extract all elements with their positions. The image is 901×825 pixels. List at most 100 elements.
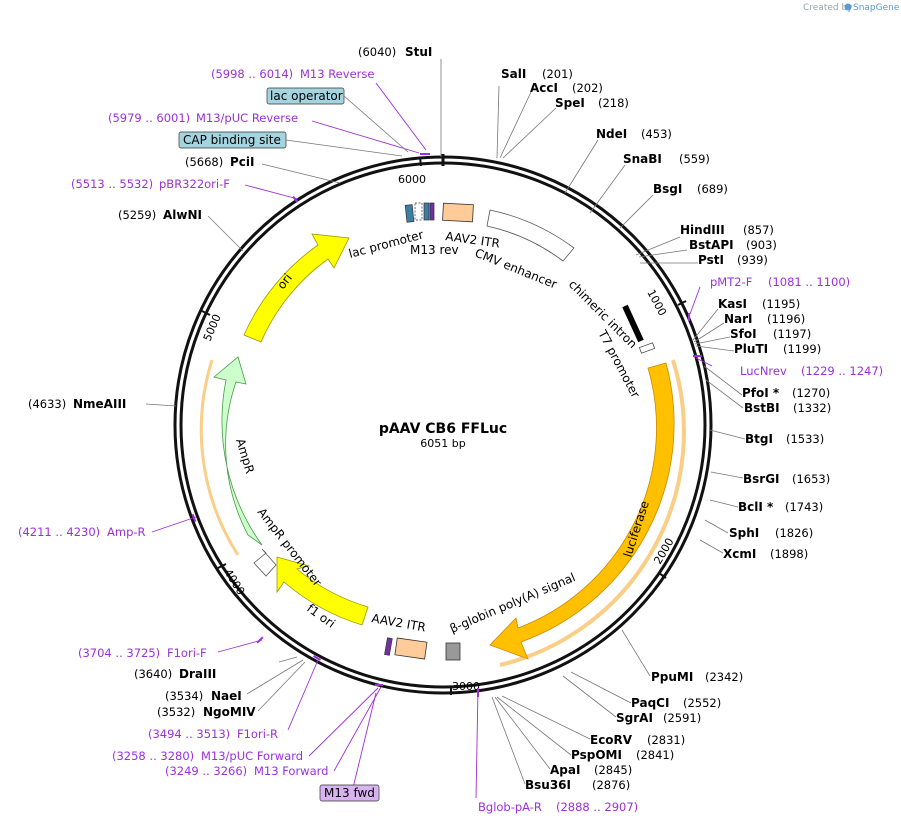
site-pos-bcli: (1743) bbox=[785, 500, 823, 514]
site-name-draiii[interactable]: DraIII bbox=[179, 667, 216, 681]
primer-range-pmt2-f: (1081 .. 1100) bbox=[768, 275, 850, 289]
m13-fwd-box[interactable] bbox=[384, 637, 393, 656]
primer-range-f1ori-r: (3494 .. 3513) bbox=[148, 727, 230, 741]
site-name-kasi[interactable]: KasI bbox=[718, 297, 747, 311]
ampr-promoter-arrow[interactable] bbox=[253, 548, 277, 577]
ori-arrow[interactable] bbox=[243, 233, 350, 343]
primer-name-m13-puc-forward[interactable]: M13/pUC Forward bbox=[201, 749, 303, 763]
site-name-apai[interactable]: ApaI bbox=[550, 763, 580, 777]
primer-name-f1ori-f[interactable]: F1ori-F bbox=[167, 646, 207, 660]
m13-fwd-tag-label: M13 fwd bbox=[324, 786, 375, 800]
site-name-sfoi[interactable]: SfoI bbox=[730, 327, 757, 341]
site-name-nmeaiii[interactable]: NmeAIII bbox=[73, 397, 126, 411]
site-name-bsu36i[interactable]: Bsu36I bbox=[525, 778, 571, 792]
site-pos-bsgi: (689) bbox=[697, 182, 728, 196]
site-name-bcli[interactable]: BclI * bbox=[738, 500, 774, 514]
site-name-ngomiv[interactable]: NgoMIV bbox=[203, 705, 256, 719]
primer-name-pmt2-f[interactable]: pMT2-F bbox=[710, 275, 752, 289]
site-pos-snabi: (559) bbox=[679, 152, 710, 166]
label-m13-rev: M13 rev bbox=[410, 243, 459, 257]
primer-range-amp-r: (4211 .. 4230) bbox=[18, 525, 100, 539]
site-name-naei[interactable]: NaeI bbox=[211, 689, 242, 703]
site-name-pcii[interactable]: PciI bbox=[230, 155, 255, 169]
primer-name-f1ori-r[interactable]: F1ori-R bbox=[237, 727, 278, 741]
site-pos-spei: (218) bbox=[598, 96, 629, 110]
site-pos-bsrgi: (1653) bbox=[792, 472, 830, 486]
tick-5000 bbox=[201, 310, 211, 316]
lac-promoter-box[interactable] bbox=[414, 202, 423, 221]
aav2-itr-bottom-box[interactable] bbox=[394, 637, 428, 660]
site-pos-bstbi: (1332) bbox=[793, 401, 831, 415]
primer-name-pbr322ori-f[interactable]: pBR322ori-F bbox=[159, 177, 230, 191]
site-pos-sphi: (1826) bbox=[775, 526, 813, 540]
aav2-itr-top-box[interactable] bbox=[442, 202, 474, 223]
primer-range-m13-puc-forward: (3258 .. 3280) bbox=[112, 749, 194, 763]
site-name-bstapi[interactable]: BstAPI bbox=[689, 238, 734, 252]
primer-connectors bbox=[151, 82, 713, 799]
site-name-ndei[interactable]: NdeI bbox=[596, 127, 627, 141]
site-name-nari[interactable]: NarI bbox=[724, 312, 753, 326]
site-name-sphi[interactable]: SphI bbox=[729, 526, 759, 540]
primer-name-m13-reverse[interactable]: M13 Reverse bbox=[300, 67, 374, 81]
site-name-paqci[interactable]: PaqCI bbox=[631, 696, 669, 710]
primer-range-pbr322ori-f: (5513 .. 5532) bbox=[71, 177, 153, 191]
f1-ori-arrow[interactable] bbox=[276, 556, 369, 626]
primer-name-bglob-pa-r[interactable]: Bglob-pA-R bbox=[478, 800, 542, 814]
site-pos-ecorv: (2831) bbox=[647, 733, 685, 747]
site-name-bsrgi[interactable]: BsrGI bbox=[743, 472, 780, 486]
site-name-psti[interactable]: PstI bbox=[698, 253, 724, 267]
cmv-enhancer-box[interactable] bbox=[486, 209, 575, 262]
cap-binding-site-box[interactable] bbox=[404, 204, 415, 223]
site-pos-nmeaiii: (4633) bbox=[28, 397, 66, 411]
site-name-ecorv[interactable]: EcoRV bbox=[590, 733, 633, 747]
site-pos-pcii: (5668) bbox=[185, 155, 223, 169]
site-name-xcmi[interactable]: XcmI bbox=[723, 547, 756, 561]
chimeric-intron-bar[interactable] bbox=[622, 304, 644, 343]
m13-fwd-tag[interactable] bbox=[319, 784, 380, 802]
cap-binding-site-connector bbox=[285, 139, 403, 157]
site-name-bstbi[interactable]: BstBI bbox=[744, 401, 780, 415]
lac-operator-tag-label: lac operator bbox=[270, 89, 343, 103]
m13-rev-box[interactable] bbox=[429, 202, 435, 221]
primer-name-lucnrev[interactable]: LucNrev bbox=[740, 364, 787, 378]
site-name-stui[interactable]: StuI bbox=[405, 45, 432, 59]
tick-label-6000: 6000 bbox=[398, 173, 426, 186]
site-name-snabi[interactable]: SnaBI bbox=[623, 152, 662, 166]
tick-4000 bbox=[217, 563, 227, 569]
site-name-sgrai[interactable]: SgrAI bbox=[616, 711, 653, 725]
site-name-hindiii[interactable]: HindIII bbox=[680, 223, 725, 237]
site-name-acci[interactable]: AccI bbox=[530, 81, 558, 95]
t7-promoter-box[interactable] bbox=[638, 342, 656, 354]
site-name-alwni[interactable]: AlwNI bbox=[163, 208, 202, 222]
luciferase-arrow[interactable] bbox=[489, 362, 675, 660]
site-name-pspomi[interactable]: PspOMI bbox=[571, 748, 622, 762]
plasmid-size: 6051 bp bbox=[420, 437, 465, 450]
lac-operator-box[interactable] bbox=[423, 202, 430, 221]
primer-range-lucnrev: (1229 .. 1247) bbox=[801, 364, 883, 378]
primer-name-amp-r[interactable]: Amp-R bbox=[107, 525, 146, 539]
site-pos-xcmi: (1898) bbox=[770, 547, 808, 561]
site-name-btgi[interactable]: BtgI bbox=[745, 432, 773, 446]
tick-1000 bbox=[677, 300, 687, 306]
primer-range-f1ori-f: (3704 .. 3725) bbox=[78, 646, 160, 660]
primer-name-m13-puc-reverse[interactable]: M13/pUC Reverse bbox=[196, 111, 298, 125]
site-name-pfoi[interactable]: PfoI * bbox=[742, 386, 780, 400]
site-name-sali[interactable]: SalI bbox=[501, 67, 526, 81]
site-connectors bbox=[145, 59, 746, 785]
site-pos-psti: (939) bbox=[737, 253, 768, 267]
snapgene-logo-icon bbox=[844, 3, 852, 11]
site-pos-nari: (1196) bbox=[767, 312, 805, 326]
site-name-spei[interactable]: SpeI bbox=[555, 96, 585, 110]
site-pos-pfoi: (1270) bbox=[792, 386, 830, 400]
primer-range-m13-puc-reverse: (5979 .. 6001) bbox=[108, 111, 190, 125]
primer-name-m13-forward[interactable]: M13 Forward bbox=[254, 764, 328, 778]
polyA-box[interactable] bbox=[445, 642, 461, 661]
site-name-ppumi[interactable]: PpuMI bbox=[651, 670, 693, 684]
site-pos-pluti: (1199) bbox=[783, 342, 821, 356]
site-name-pluti[interactable]: PluTI bbox=[734, 342, 768, 356]
site-name-bsgi[interactable]: BsgI bbox=[653, 182, 682, 196]
ampr-arrow[interactable] bbox=[213, 356, 263, 546]
credit-prefix: Created by bbox=[803, 3, 853, 13]
